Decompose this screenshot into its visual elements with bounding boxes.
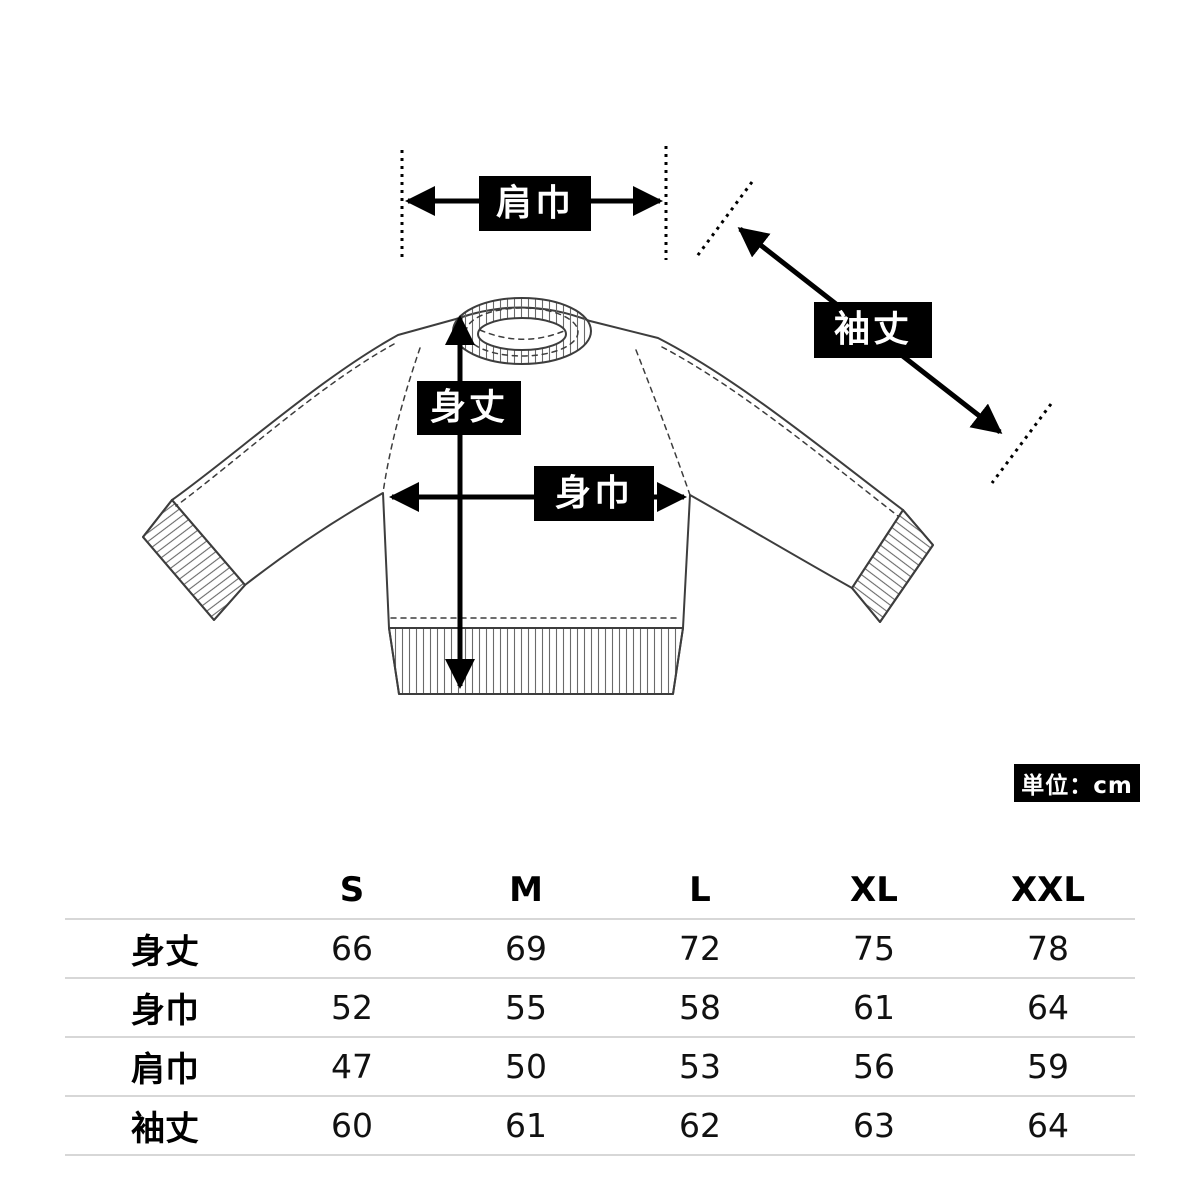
size-value-cell: 56 — [853, 1047, 895, 1086]
size-column-header: M — [509, 870, 543, 910]
size-value-cell: 64 — [1027, 1106, 1069, 1145]
sleeve-length-label: 袖丈 — [814, 302, 932, 358]
size-value-cell: 61 — [505, 1106, 547, 1145]
table-row: 身丈 66 69 72 75 78 — [65, 918, 1135, 977]
table-row: 身巾 52 55 58 61 64 — [65, 977, 1135, 1036]
size-value-cell: 72 — [679, 929, 721, 968]
size-value-cell: 66 — [331, 929, 373, 968]
unit-badge: 単位：cm — [1014, 764, 1140, 802]
size-value-cell: 62 — [679, 1106, 721, 1145]
size-value-cell: 64 — [1027, 988, 1069, 1027]
size-value-cell: 75 — [853, 929, 895, 968]
sleeve-length-guide-top — [693, 181, 754, 260]
size-value-cell: 61 — [853, 988, 895, 1027]
size-row-label: 身巾 — [131, 991, 199, 1031]
size-value-cell: 52 — [331, 988, 373, 1027]
size-value-cell: 59 — [1027, 1047, 1069, 1086]
size-value-cell: 55 — [505, 988, 547, 1027]
size-column-header: L — [689, 870, 711, 910]
size-column-header: S — [339, 870, 365, 910]
size-value-cell: 50 — [505, 1047, 547, 1086]
sweatshirt-diagram — [142, 146, 1053, 695]
shoulder-width-label: 肩巾 — [479, 176, 591, 231]
table-row: 袖丈 60 61 62 63 64 — [65, 1095, 1135, 1156]
size-value-cell: 63 — [853, 1106, 895, 1145]
size-table: S M L XL XXL 身丈 66 69 72 75 78 身巾 52 55 … — [65, 862, 1135, 1156]
table-row: 肩巾 47 50 53 56 59 — [65, 1036, 1135, 1095]
size-column-header: XXL — [1010, 870, 1086, 910]
body-length-label: 身丈 — [417, 381, 521, 435]
size-value-cell: 58 — [679, 988, 721, 1027]
size-value-cell: 78 — [1027, 929, 1069, 968]
size-column-header: XL — [850, 870, 898, 910]
collar-opening — [477, 317, 567, 351]
size-row-label: 肩巾 — [131, 1050, 199, 1090]
size-value-cell: 47 — [331, 1047, 373, 1086]
size-row-label: 身丈 — [131, 932, 199, 972]
size-value-cell: 53 — [679, 1047, 721, 1086]
sleeve-length-guide-bottom — [990, 403, 1053, 484]
body-width-label: 身巾 — [534, 466, 654, 521]
size-row-label: 袖丈 — [131, 1109, 199, 1149]
hem-rib-band — [388, 627, 684, 695]
size-table-header-row: S M L XL XXL — [65, 862, 1135, 918]
size-value-cell: 60 — [331, 1106, 373, 1145]
size-value-cell: 69 — [505, 929, 547, 968]
